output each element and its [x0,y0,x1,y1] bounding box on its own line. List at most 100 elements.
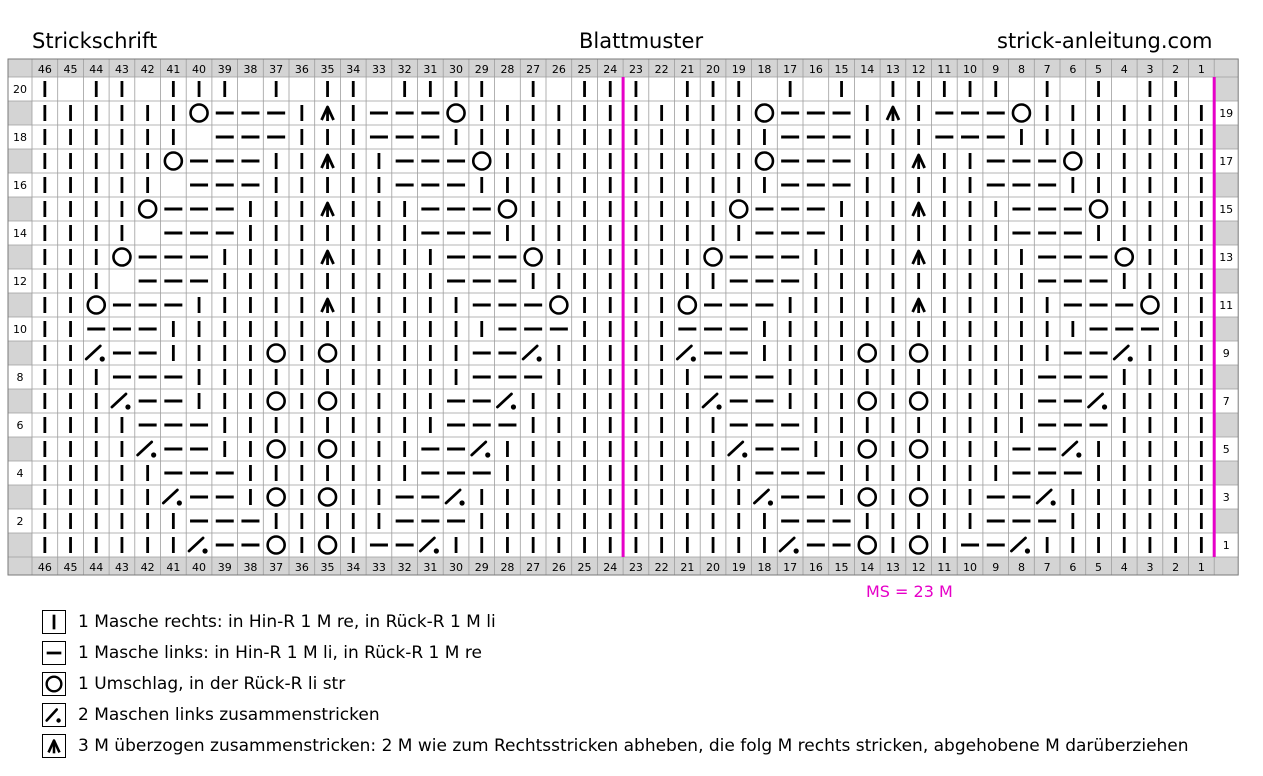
purl-symbol [832,543,851,547]
knit-symbol [1020,417,1023,433]
purl-symbol [986,159,1005,163]
row-number: 18 [13,131,27,144]
column-number: 41 [166,561,180,574]
purl-symbol [806,207,825,211]
yarn-over-symbol [497,199,518,219]
column-number: 8 [1018,561,1025,574]
knit-symbol [1199,249,1203,265]
p2tog-dot [742,452,748,458]
knit-symbol [69,225,72,241]
column-number: 39 [218,63,232,76]
knit-symbol [1174,345,1178,361]
knit-symbol [968,201,972,217]
yarn-over-symbol [189,103,209,123]
knit-symbol [634,441,638,457]
knit-symbol [942,513,946,529]
knit-symbol [300,273,304,289]
knit-symbol [274,225,278,241]
knit-symbol [1199,513,1203,529]
purl-symbol [472,279,491,283]
knit-symbol [583,273,586,289]
knit-symbol [69,465,72,481]
knit-symbol [1199,345,1203,361]
knit-symbol [43,321,47,337]
purl-symbol [421,135,440,139]
purl-symbol [447,399,466,403]
knit-symbol [660,441,664,457]
knit-symbol [737,537,741,553]
knit-symbol [1071,513,1075,529]
knit-symbol [94,441,98,457]
purl-symbol [498,255,517,259]
knit-symbol [1122,201,1126,217]
knit-symbol [917,225,921,241]
row-number-cell [1214,437,1239,461]
knit-symbol [1174,225,1178,241]
knit-symbol [763,537,766,553]
knit-symbol [711,537,715,553]
purl-symbol [1089,375,1108,379]
knit-symbol [403,441,407,457]
purl-symbol [164,231,183,235]
purl-symbol [755,375,774,379]
knit-symbol [608,177,612,193]
legend-item: 2 Maschen links zusammenstricken [42,699,1252,730]
knit-symbol [583,393,586,409]
purl-symbol [138,279,157,283]
column-number: 23 [629,63,643,76]
knit-symbol [634,369,638,385]
purl-symbol [1089,423,1108,427]
column-number: 28 [500,561,514,574]
repeat-label: MS = 23 M [866,582,953,601]
knit-symbol [94,129,98,145]
knit-symbol [1174,417,1178,433]
legend-item: 1 Masche rechts: in Hin-R 1 M re, in Rüc… [42,606,1252,637]
yarn-over-symbol [754,103,775,123]
column-number: 27 [526,63,540,76]
knit-symbol [865,153,869,169]
knit-symbol [968,225,972,241]
knit-symbol [942,369,946,385]
knit-symbol [608,321,612,337]
knit-symbol [300,513,304,529]
purl-symbol [729,279,748,283]
knit-symbol [1071,105,1075,121]
knit-symbol [660,489,664,505]
knit-symbol [120,465,124,481]
knit-symbol [994,297,998,313]
knit-symbol [737,105,741,121]
knit-symbol [685,465,689,481]
knit-symbol [1122,393,1126,409]
knit-symbol [1122,177,1126,193]
purl-symbol [935,111,954,115]
row-number-cell [1214,533,1239,557]
column-number: 30 [449,63,463,76]
knit-symbol [711,441,715,457]
column-number: 11 [937,561,951,574]
column-number: 6 [1069,561,1076,574]
pattern-title: Blattmuster [579,29,704,53]
column-number: 17 [783,561,797,574]
purl-symbol [1063,231,1082,235]
knit-symbol [94,105,98,121]
knit-symbol [994,249,998,265]
column-number: 4 [1121,561,1128,574]
knit-symbol [300,177,304,193]
purl-symbol [395,111,414,115]
purl-symbol [215,519,234,523]
knit-symbol [274,249,278,265]
knit-symbol [223,441,227,457]
knit-symbol [69,369,72,385]
knit-symbol [814,321,818,337]
knit-symbol [1097,129,1100,145]
knit-symbol [1097,177,1100,193]
purl-symbol [986,135,1005,139]
purl-symbol [729,303,748,307]
knit-symbol [814,393,818,409]
knit-symbol [891,513,895,529]
knit-symbol [685,537,689,553]
knit-symbol [660,369,664,385]
knit-symbol [94,225,98,241]
knit-symbol [583,345,586,361]
purl-symbol [241,159,260,163]
